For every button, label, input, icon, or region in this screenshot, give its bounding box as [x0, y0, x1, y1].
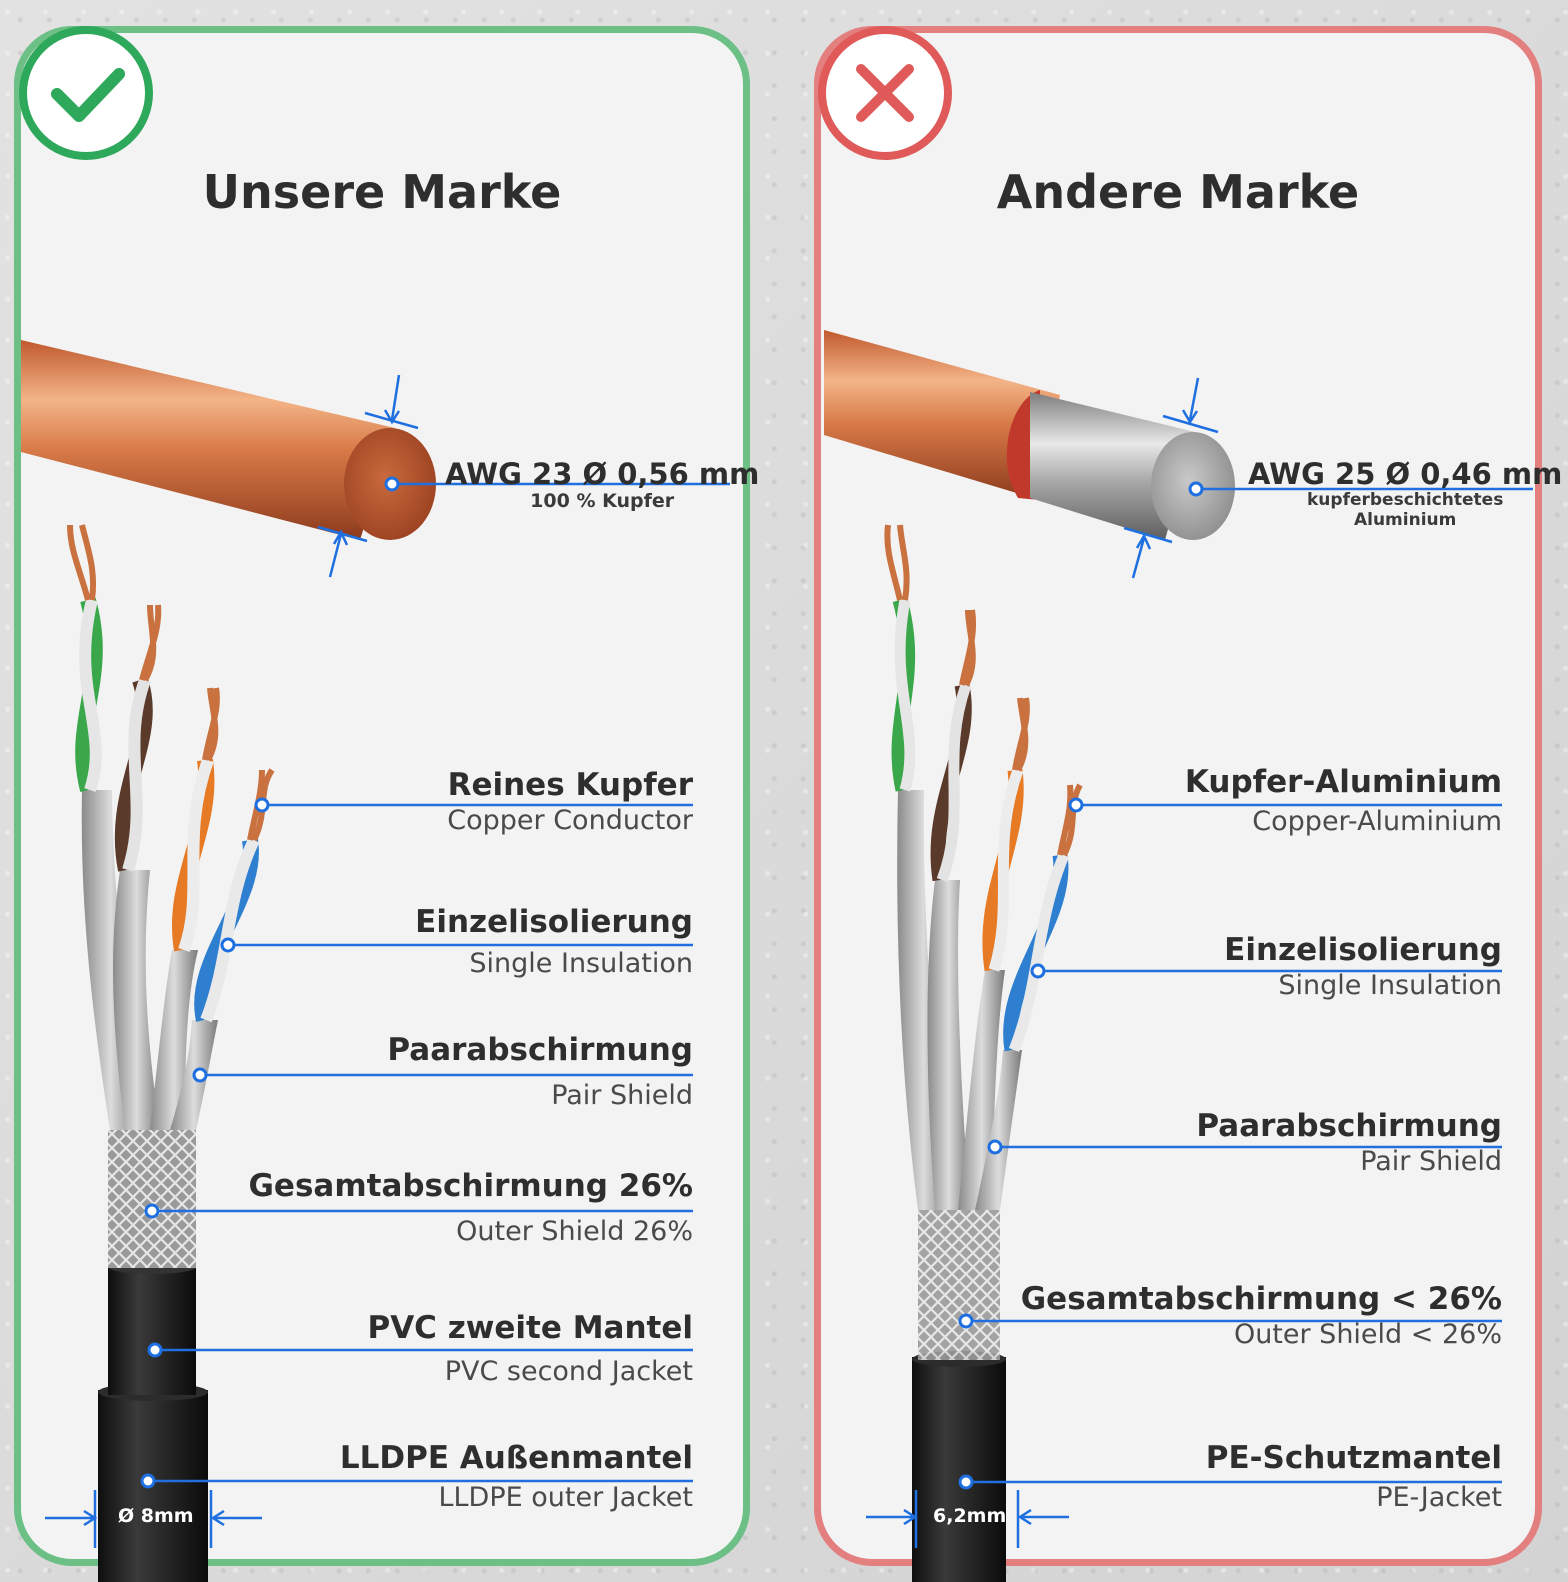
- layer-label: Paarabschirmung Pair Shield: [387, 1032, 693, 1114]
- layer-name-de: Einzelisolierung: [1224, 932, 1502, 968]
- panel-title: Andere Marke: [996, 165, 1360, 219]
- diameter-arrows-left: [45, 1490, 262, 1548]
- layer-label: Einzelisolierung Single Insulation: [1224, 932, 1502, 1004]
- diameter-arrows-right: [866, 1490, 1069, 1548]
- layer-label: Paarabschirmung Pair Shield: [1196, 1108, 1502, 1180]
- cable-diameter: Ø 8mm: [118, 1505, 194, 1527]
- conductor-spec-our-brand: AWG 23 Ø 0,56 mm 100 % Kupfer: [445, 458, 759, 512]
- layer-name-en: PVC second Jacket: [444, 1356, 693, 1387]
- layer-name-de: Gesamtabschirmung 26%: [248, 1168, 693, 1204]
- leader-lines-left: [140, 797, 693, 1489]
- layer-name-de: Paarabschirmung: [387, 1032, 693, 1068]
- conductor-gauge: AWG 23 Ø 0,56 mm: [445, 457, 760, 491]
- layer-label: PVC zweite Mantel PVC second Jacket: [367, 1310, 693, 1390]
- layer-name-de: Paarabschirmung: [1196, 1108, 1502, 1144]
- layer-name-en: Copper-Aluminium: [1252, 806, 1502, 837]
- layer-label: LLDPE Außenmantel LLDPE outer Jacket: [340, 1440, 693, 1516]
- copper-conductor-illustration: [21, 340, 730, 578]
- cable-other-brand: [884, 524, 1083, 1582]
- layer-label: Reines Kupfer Copper Conductor: [447, 767, 693, 839]
- layer-name-en: Copper Conductor: [447, 805, 693, 836]
- panel-title: Unsere Marke: [202, 165, 562, 219]
- layer-label: Gesamtabschirmung 26% Outer Shield 26%: [248, 1168, 693, 1250]
- layer-name-de: Reines Kupfer: [447, 767, 693, 803]
- layer-name-de: Gesamtabschirmung < 26%: [1020, 1281, 1502, 1317]
- layer-name-en: Outer Shield 26%: [456, 1216, 693, 1247]
- leader-lines-right: [958, 797, 1502, 1490]
- conductor-spec-other-brand: AWG 25 Ø 0,46 mm kupferbeschichtetes Alu…: [1248, 458, 1562, 530]
- cross-icon: [818, 26, 952, 160]
- cable-our-brand: [67, 524, 275, 1582]
- layer-name-de: Einzelisolierung: [415, 904, 693, 940]
- layer-name-de: PVC zweite Mantel: [367, 1310, 693, 1346]
- layer-label: Kupfer-Aluminium Copper-Aluminium: [1185, 764, 1502, 840]
- layer-name-de: PE-Schutzmantel: [1205, 1440, 1502, 1476]
- layer-name-en: Single Insulation: [1278, 970, 1502, 1001]
- layer-label: PE-Schutzmantel PE-Jacket: [1206, 1440, 1502, 1516]
- aluminium-conductor-illustration: [824, 330, 1533, 579]
- conductor-material-line2: Aluminium: [1353, 510, 1457, 530]
- layer-label: Einzelisolierung Single Insulation: [415, 904, 693, 982]
- layer-name-de: LLDPE Außenmantel: [339, 1440, 693, 1476]
- conductor-gauge: AWG 25 Ø 0,46 mm: [1248, 457, 1563, 491]
- checkmark-icon: [19, 26, 153, 160]
- layer-name-en: Pair Shield: [551, 1080, 693, 1111]
- cable-diameter: 6,2mm: [933, 1505, 1007, 1527]
- layer-label: Gesamtabschirmung < 26% Outer Shield < 2…: [1021, 1281, 1502, 1353]
- layer-name-en: Pair Shield: [1360, 1146, 1502, 1177]
- layer-name-en: Outer Shield < 26%: [1233, 1319, 1502, 1350]
- layer-name-en: Single Insulation: [469, 948, 693, 979]
- conductor-material: 100 % Kupfer: [530, 490, 675, 512]
- layer-name-de: Kupfer-Aluminium: [1184, 764, 1502, 800]
- layer-name-en: LLDPE outer Jacket: [438, 1482, 693, 1513]
- conductor-material-line1: kupferbeschichtetes: [1307, 490, 1504, 510]
- layer-name-en: PE-Jacket: [1376, 1482, 1502, 1513]
